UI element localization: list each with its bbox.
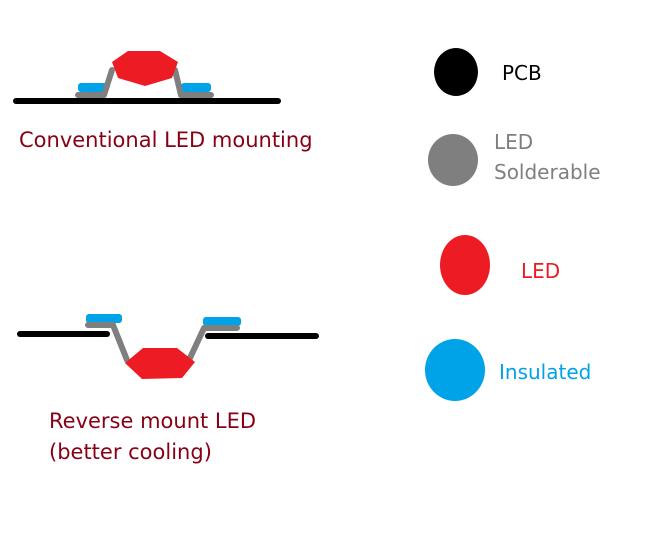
solder-lead-right-conventional — [172, 67, 214, 98]
legend-swatch-pcb — [434, 48, 478, 96]
legend-swatch-insulated — [425, 339, 485, 401]
conventional-mount-illustration — [13, 51, 281, 104]
insulated-pad-right-conventional — [181, 83, 211, 92]
legend-label-solderable-line-1: LED — [494, 130, 534, 154]
insulated-pad-right-reverse — [203, 317, 241, 326]
led-body-reverse — [125, 348, 195, 379]
insulated-pad-left-reverse — [86, 314, 122, 323]
legend-label-pcb: PCB — [502, 58, 542, 88]
caption-reverse-mount: Reverse mount LED — [49, 409, 257, 433]
legend-label-led: LED — [521, 256, 560, 286]
legend-label-solderable-line-2: Solderable — [494, 160, 601, 184]
led-body-conventional — [112, 51, 178, 86]
legend-label-led-line-1: LED — [521, 259, 561, 283]
solder-lead-left-reverse — [85, 322, 130, 363]
caption-conventional-mounting: Conventional LED mounting — [19, 128, 313, 152]
legend-label-insulated-line-1: Insulated — [499, 360, 592, 384]
legend-swatch-solderable — [428, 134, 478, 186]
caption-better-cooling: (better cooling) — [49, 440, 212, 464]
reverse-mount-illustration — [17, 314, 319, 379]
legend-label-insulated: Insulated — [499, 357, 591, 387]
insulated-pad-left-conventional — [78, 83, 108, 92]
solder-lead-left-conventional — [75, 67, 115, 98]
legend-label-solderable: LED Solderable — [494, 127, 601, 187]
solder-lead-right-reverse — [187, 325, 240, 361]
legend-label-pcb-line-1: PCB — [502, 61, 542, 85]
legend-swatch-led — [440, 235, 490, 295]
